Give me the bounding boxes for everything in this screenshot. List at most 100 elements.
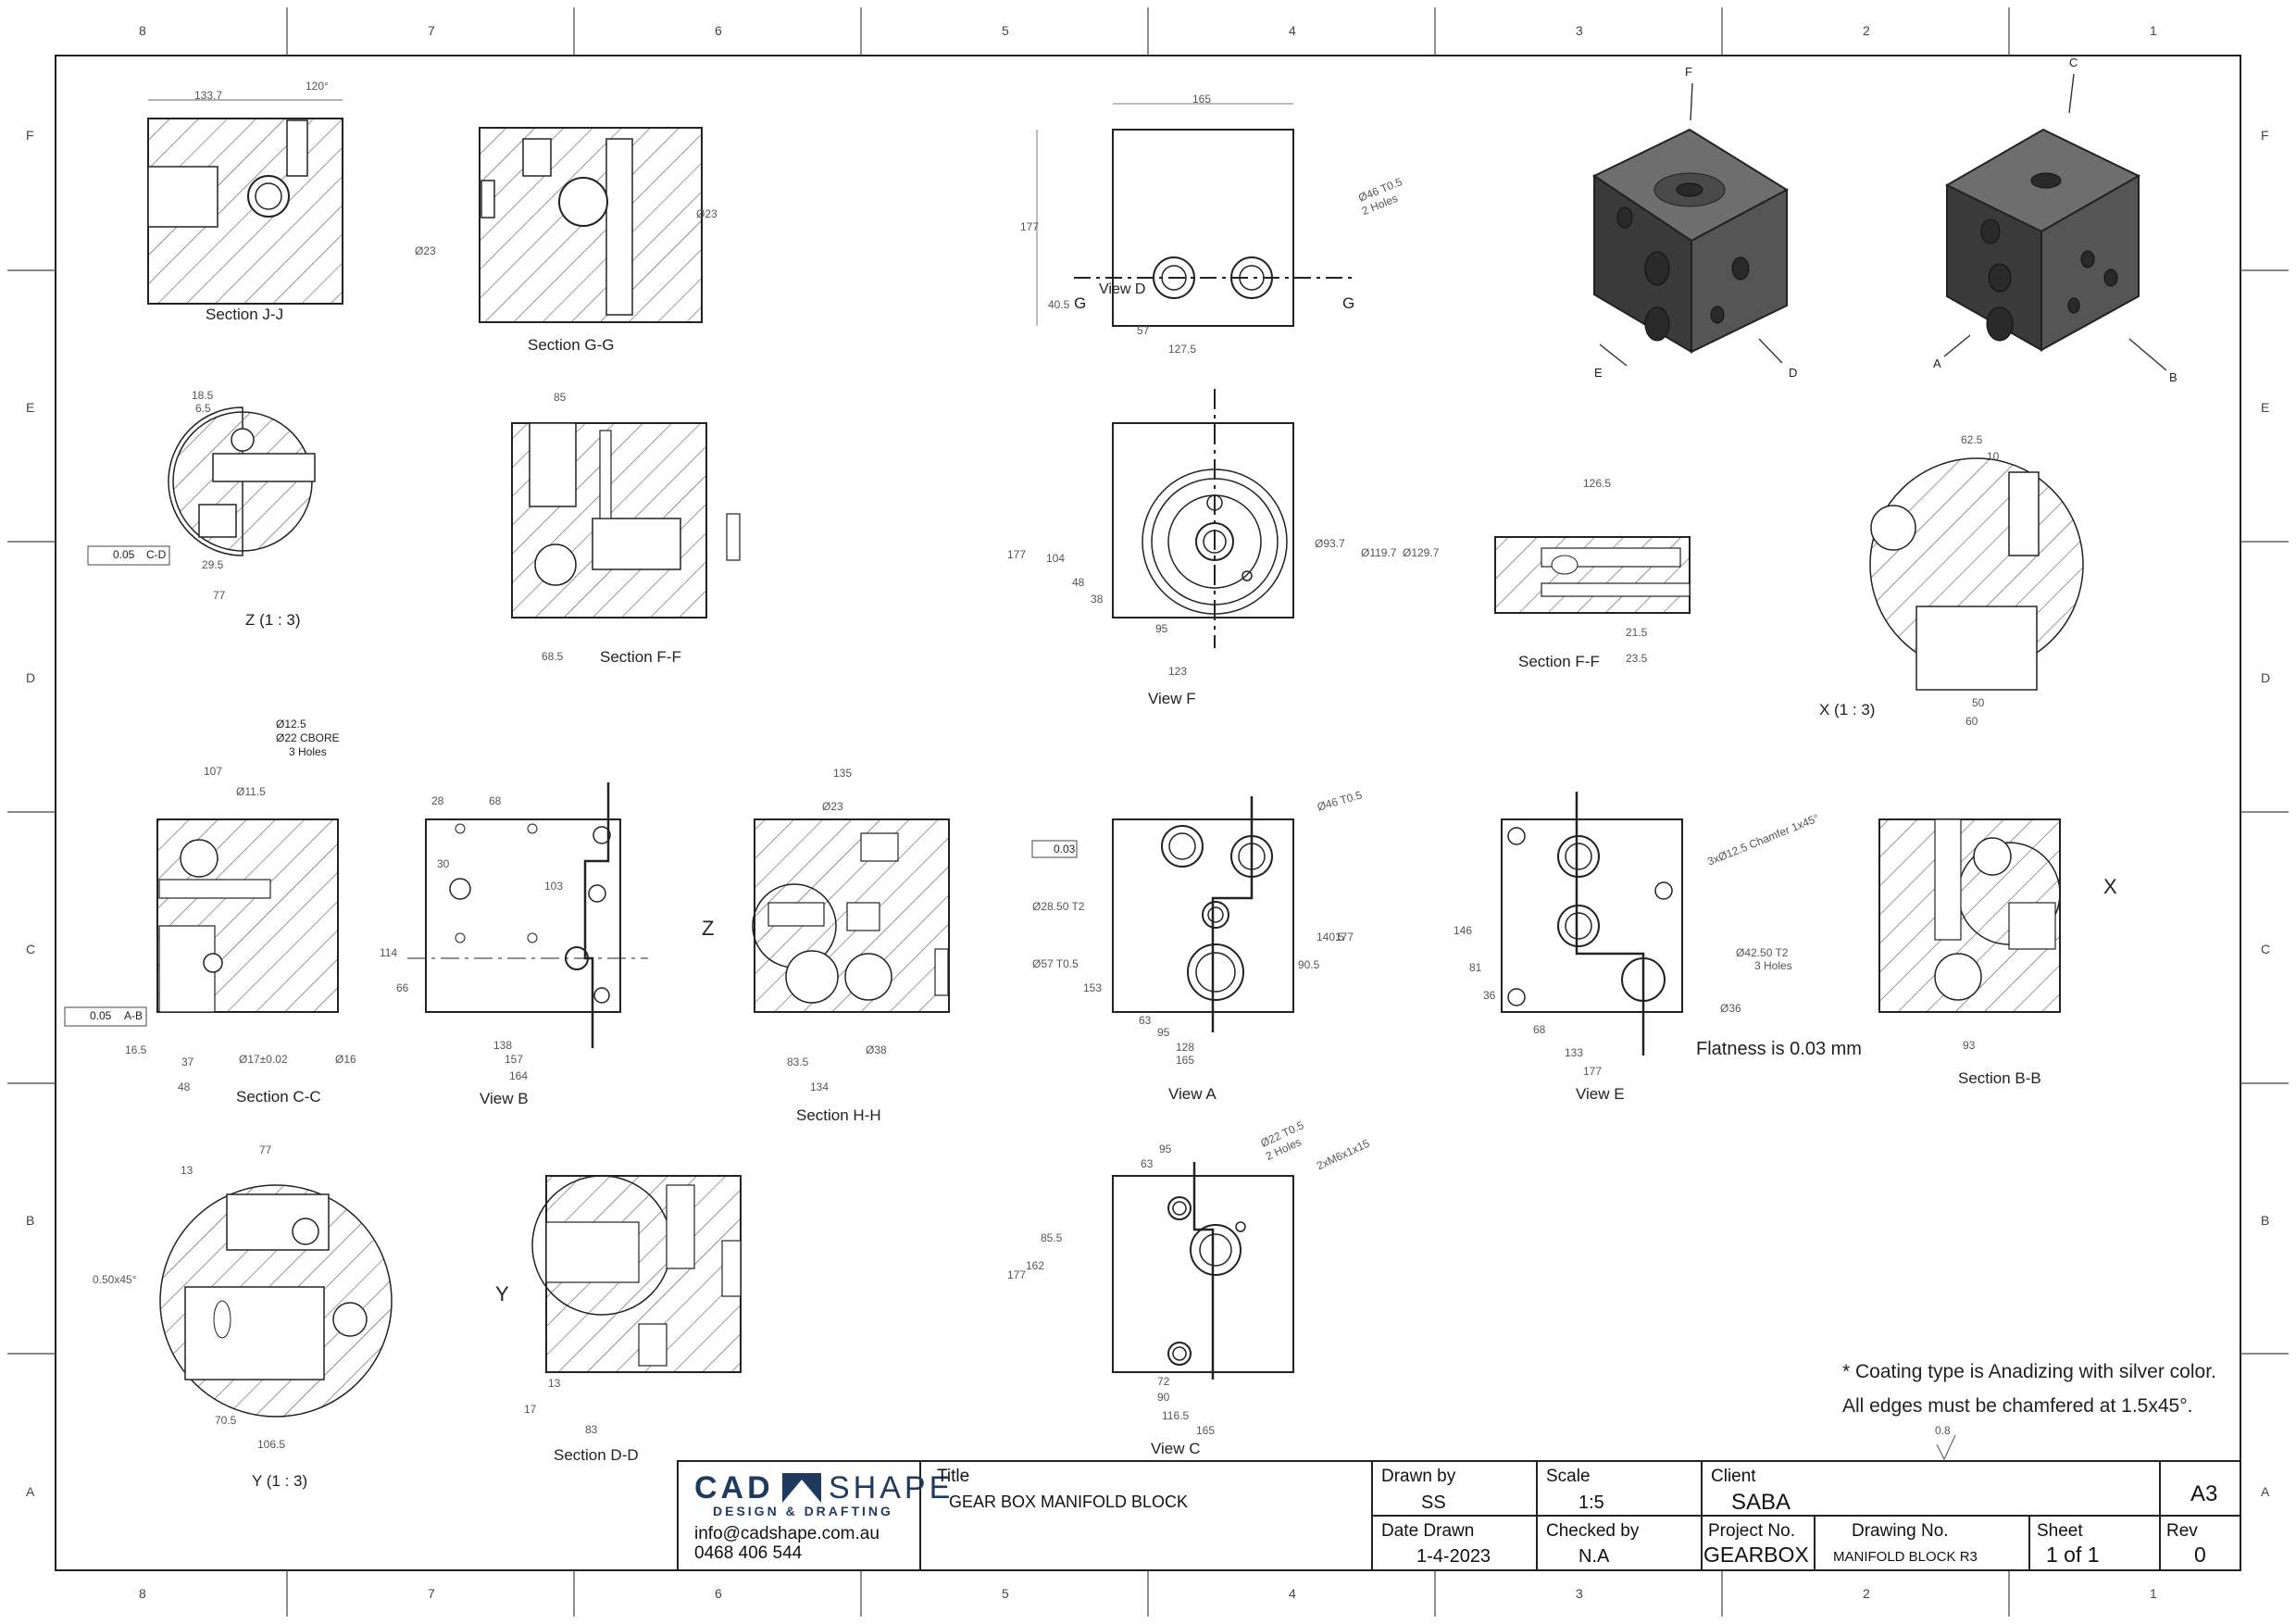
gtol-cc-datum: A-B: [124, 1009, 144, 1022]
dim-cc-37: 37: [181, 1056, 194, 1068]
dim-cc-17: Ø17±0.02: [239, 1053, 288, 1066]
dim-a-63: 63: [1139, 1014, 1152, 1027]
dim-hh-134: 134: [810, 1081, 830, 1093]
zone-col-5-top: 5: [1002, 23, 1009, 38]
dim-f-38: 38: [1091, 593, 1104, 606]
dim-e-177: 177: [1583, 1065, 1603, 1078]
dim-f-93-7: Ø93.7: [1315, 537, 1345, 550]
drawn-by-value: SS: [1421, 1493, 1446, 1513]
section-ff-left-drawing: [511, 422, 741, 618]
section-marker-g-right: G: [1342, 294, 1355, 312]
label-view-f: View F: [1148, 690, 1196, 707]
client-value: SABA: [1731, 1490, 1791, 1515]
view-f-drawing: [1112, 389, 1294, 648]
detail-x-drawing: [1869, 457, 2084, 691]
iso-callout-c: C: [2069, 56, 2078, 69]
zone-col-6-top: 6: [715, 23, 722, 38]
dim-ffr-23-5: 23.5: [1626, 652, 1648, 665]
label-section-gg: Section G-G: [528, 336, 615, 354]
roughness-value: 0.8: [1935, 1424, 1951, 1437]
dim-y-77: 77: [259, 1143, 272, 1156]
dim-gg-23a: Ø23: [415, 244, 436, 257]
checked-by-label: Checked by: [1546, 1521, 1640, 1541]
zone-col-3-bottom: 3: [1576, 1586, 1583, 1601]
zone-col-5-bottom: 5: [1002, 1586, 1009, 1601]
dim-cc-107: 107: [204, 765, 223, 778]
gtol-z-value: 0.05: [113, 548, 135, 561]
label-view-e: View E: [1576, 1085, 1625, 1103]
dim-x-60: 60: [1965, 715, 1978, 728]
detail-callout-x: X: [2103, 875, 2117, 898]
view-d-drawing: [1036, 103, 1352, 327]
isometric-view-right: [1944, 128, 2141, 352]
project-no-value: GEARBOX: [1703, 1543, 1809, 1567]
dim-hh-83-5: 83.5: [787, 1056, 809, 1068]
dim-e-42-5-count: 3 Holes: [1754, 959, 1792, 972]
zone-row-b-left: B: [26, 1213, 35, 1228]
dim-a-128: 128: [1176, 1041, 1195, 1054]
section-ff-right-drawing: [1494, 536, 1691, 614]
label-view-d: View D: [1099, 281, 1146, 297]
section-dd-drawing: [531, 1175, 742, 1373]
project-no-label: Project No.: [1708, 1521, 1795, 1541]
zone-col-4-top: 4: [1289, 23, 1296, 38]
sheet-label: Sheet: [2037, 1521, 2083, 1541]
logo-shape-text: SHAPE: [829, 1470, 955, 1505]
dim-cc-16-5: 16.5: [125, 1043, 147, 1056]
section-bb-drawing: [1878, 818, 2061, 1013]
iso-callout-d: D: [1789, 366, 1798, 380]
date-drawn-label: Date Drawn: [1381, 1521, 1475, 1541]
dim-b-30: 30: [437, 857, 450, 870]
dim-e-68: 68: [1533, 1023, 1546, 1036]
sheet-value: 1 of 1: [2046, 1543, 2100, 1567]
scale-label: Scale: [1546, 1467, 1591, 1486]
dim-x-10: 10: [1987, 450, 2000, 463]
dim-f-95: 95: [1155, 622, 1168, 635]
label-detail-y: Y (1 : 3): [252, 1472, 308, 1490]
dim-b-157: 157: [505, 1053, 524, 1066]
iso-callout-e: E: [1594, 366, 1603, 380]
dim-ffr-126-5: 126.5: [1583, 477, 1612, 490]
dim-c-95: 95: [1159, 1143, 1172, 1156]
dim-cc-16: Ø16: [335, 1053, 356, 1066]
dim-x-50: 50: [1972, 696, 1985, 709]
dim-c-165: 165: [1196, 1424, 1216, 1437]
dim-c-162: 162: [1026, 1259, 1045, 1272]
flatness-note: Flatness is 0.03 mm: [1696, 1039, 1862, 1059]
dim-c-116-5: 116.5: [1162, 1409, 1190, 1422]
dim-cc-11-5: Ø11.5: [236, 785, 266, 798]
dim-a-165: 165: [1176, 1054, 1195, 1067]
dim-ffr-21-5: 21.5: [1626, 626, 1648, 639]
dim-d-165: 165: [1192, 93, 1212, 106]
label-section-dd: Section D-D: [554, 1446, 639, 1464]
drawing-no-label: Drawing No.: [1852, 1521, 1949, 1541]
cbore-note-line-3: 3 Holes: [289, 745, 327, 758]
dim-dd-83: 83: [585, 1423, 598, 1436]
zone-col-8-top: 8: [139, 23, 146, 38]
dim-y-13: 13: [181, 1164, 193, 1177]
label-section-bb: Section B-B: [1958, 1069, 2041, 1087]
detail-z-drawing: [87, 406, 316, 566]
dim-y-106-5: 106.5: [257, 1438, 286, 1451]
zone-col-1-bottom: 1: [2150, 1586, 2157, 1601]
dim-c-63: 63: [1141, 1157, 1154, 1170]
view-b-drawing: [407, 782, 648, 1048]
dim-d-57: 57: [1137, 324, 1150, 337]
dim-b-138: 138: [493, 1039, 513, 1052]
cbore-note-line-2: Ø22 CBORE: [276, 731, 340, 744]
dim-c-177: 177: [1007, 1268, 1027, 1281]
dim-e-36-dia: Ø36: [1720, 1002, 1741, 1015]
zone-row-d-left: D: [26, 670, 36, 685]
zone-ticks: [7, 7, 2289, 1617]
zone-row-c-right: C: [2261, 942, 2271, 956]
dim-e-81: 81: [1469, 961, 1482, 974]
rev-value: 0: [2194, 1543, 2206, 1567]
dim-y-70-5: 70.5: [215, 1414, 237, 1427]
dim-a-95: 95: [1157, 1026, 1170, 1039]
dim-gg-23b: Ø23: [696, 207, 718, 220]
dim-c-72: 72: [1157, 1375, 1170, 1388]
section-jj-drawing: [147, 99, 343, 305]
title-value: GEAR BOX MANIFOLD BLOCK: [949, 1493, 1189, 1511]
dim-a-28-5: Ø28.50 T2: [1032, 900, 1085, 913]
date-drawn-value: 1-4-2023: [1416, 1546, 1491, 1567]
